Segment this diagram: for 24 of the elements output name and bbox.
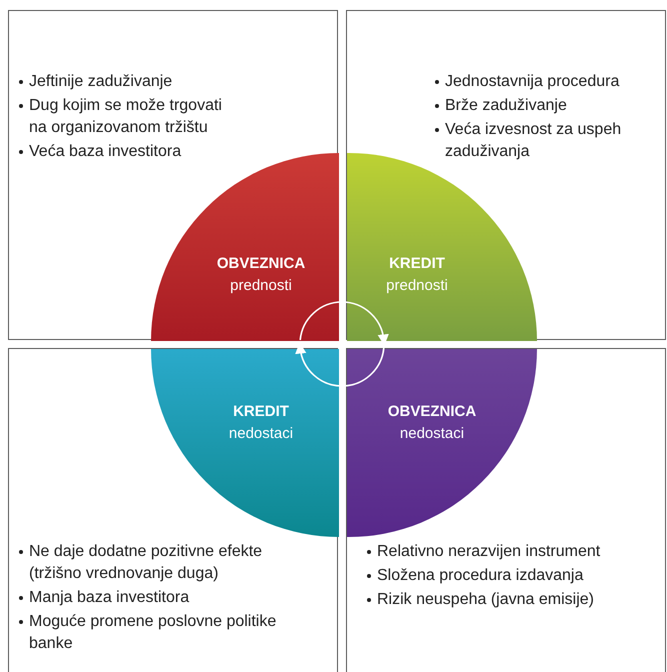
segment-title: KREDIT: [389, 254, 445, 274]
segment-title: OBVEZNICA: [216, 254, 306, 274]
segment-subtitle: nedostaci: [228, 424, 294, 444]
segment-subtitle: nedostaci: [400, 424, 464, 444]
bullet-text: Ne daje dodatne pozitivne efekte (tržišno vrednovanje duga): [29, 542, 264, 584]
bullet-text: Rizik neuspeha (javna emisije): [377, 590, 594, 610]
segment-title: KREDIT: [233, 402, 289, 422]
quadrant-box: [346, 10, 666, 340]
bullet-text: Složena procedura izdavanja: [377, 566, 584, 586]
bullet-text: Jeftinije zaduživanje: [29, 72, 172, 92]
bullet-text: Moguće promene poslovne politike banke: [29, 612, 278, 654]
segment-subtitle: prednosti: [386, 276, 448, 296]
bullet-text: Dug kojim se može trgovati na organizovanom tržištu: [29, 96, 223, 138]
bullet-text: Manja baza investitora: [29, 588, 190, 608]
bullet-text: Jednostavnija procedura: [445, 72, 620, 92]
segment-title: OBVEZNICA: [388, 402, 476, 422]
bullet-text: Relativno nerazvijen instrument: [377, 542, 600, 562]
quadrant-box: [8, 348, 338, 672]
segment-subtitle: prednosti: [230, 276, 292, 296]
bullet-text: Brže zaduživanje: [445, 96, 567, 116]
bullet-text: Veća izvesnost za uspeh zaduživanja: [445, 120, 622, 162]
bullet-text: Veća baza investitora: [29, 142, 182, 162]
quadrant-box: [8, 10, 338, 340]
quadrant-box: [346, 348, 666, 672]
